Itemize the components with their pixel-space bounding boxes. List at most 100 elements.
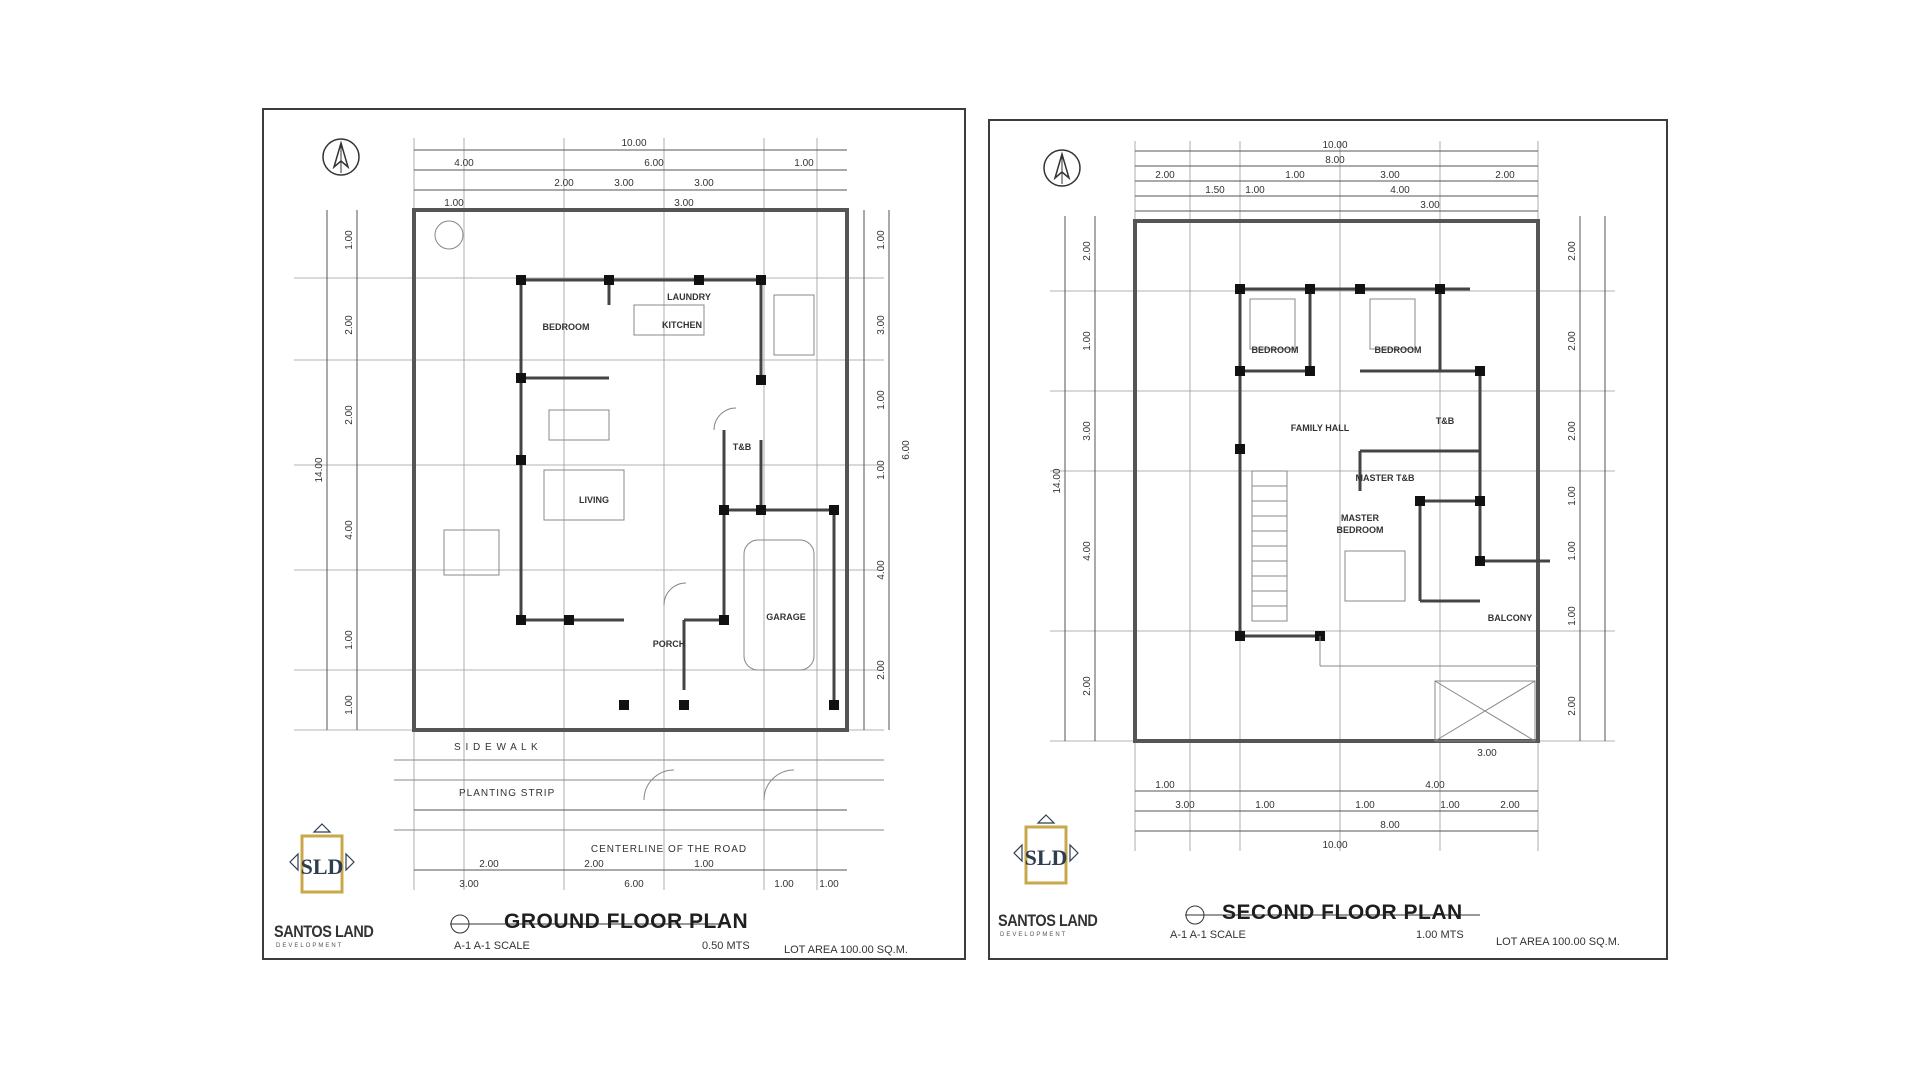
santos-land-logo: SLD	[998, 813, 1094, 945]
room2-family-hall: FAMILY HALL	[1291, 423, 1350, 433]
logo-monogram: SLD	[1025, 845, 1068, 870]
ground-floor-title: GROUND FLOOR PLAN	[504, 910, 749, 933]
dim-bottom-r2-3: 1.00	[819, 879, 839, 890]
room-living: LIVING	[579, 495, 609, 505]
dim-top-r3-2: 3.00	[694, 178, 714, 189]
dim2-top-r3-2: 3.00	[1380, 170, 1400, 181]
dim-left-2: 2.00	[344, 405, 355, 425]
room2-toilet: T&B	[1436, 416, 1455, 426]
room2-bedroom-2: BEDROOM	[1375, 345, 1422, 355]
dim2-bottom-r2-1: 4.00	[1425, 780, 1445, 791]
dim-right-6: 2.00	[876, 660, 887, 680]
santos-land-logo: SLD	[274, 822, 370, 954]
dim-right-4: 6.00	[901, 440, 912, 460]
ground-floor-plan-drawing: 10.00 4.00 6.00 1.00 2.00 3.00 3.00 1.00…	[294, 138, 912, 934]
dim2-left-1: 1.00	[1082, 331, 1093, 351]
brand-tagline: DEVELOPMENT	[276, 943, 344, 949]
dim-top-r4-1: 3.00	[674, 198, 694, 209]
dim2-right-3: 1.00	[1567, 486, 1578, 506]
dim-right-5: 4.00	[876, 560, 887, 580]
dim2-top-r4-0: 1.50	[1205, 185, 1225, 196]
room2-master-tb: MASTER T&B	[1356, 473, 1415, 483]
dim2-right-2: 2.00	[1567, 421, 1578, 441]
dim-top-r4-0: 1.00	[444, 198, 464, 209]
second-floor-title: SECOND FLOOR PLAN	[1222, 901, 1463, 924]
dim2-right-0: 2.00	[1567, 241, 1578, 261]
room-porch: PORCH	[653, 639, 686, 649]
dim2-right-5: 1.00	[1567, 606, 1578, 626]
dim-top-r2-0: 4.00	[454, 158, 474, 169]
dim-left-4: 1.00	[344, 630, 355, 650]
compass-north-icon	[322, 138, 360, 176]
dim2-left-2: 3.00	[1082, 421, 1093, 441]
room2-master-line1: MASTER	[1341, 513, 1380, 523]
room-garage: GARAGE	[766, 612, 806, 622]
second-floor-scale-value: 1.00 MTS	[1416, 929, 1464, 941]
dim2-bottom-r3-3: 1.00	[1440, 800, 1460, 811]
dim2-bottom-r3-1: 1.00	[1255, 800, 1275, 811]
dim2-bottom-r3-0: 3.00	[1175, 800, 1195, 811]
ground-floor-scale-value: 0.50 MTS	[702, 940, 750, 952]
dim-bottom-r1-1: 2.00	[584, 859, 604, 870]
dim2-right-4: 1.00	[1567, 541, 1578, 561]
second-floor-lot-area: LOT AREA 100.00 SQ.M.	[1496, 936, 1620, 948]
second-floor-plan-drawing: 10.00 8.00 2.00 1.00 3.00 2.00 1.50 1.00…	[1043, 140, 1615, 925]
ground-floor-scale-note: A-1 A-1 SCALE	[454, 940, 530, 952]
dim2-left-3: 4.00	[1082, 541, 1093, 561]
room-laundry: LAUNDRY	[667, 292, 711, 302]
label-planting-strip: PLANTING STRIP	[459, 788, 555, 799]
dim2-top-r4-1: 1.00	[1245, 185, 1265, 196]
brand-name: SANTOS LAND	[998, 911, 1098, 930]
ground-floor-sheet: 10.00 4.00 6.00 1.00 2.00 3.00 3.00 1.00…	[262, 108, 966, 960]
dim-bottom-r1-2: 1.00	[694, 859, 714, 870]
dim-top-r3-0: 2.00	[554, 178, 574, 189]
dim2-bottom-r4: 8.00	[1380, 820, 1400, 831]
dim-bottom-r2-2: 1.00	[774, 879, 794, 890]
dim2-top-r4-2: 4.00	[1390, 185, 1410, 196]
dim-right-0: 1.00	[876, 230, 887, 250]
dim-bottom-r1-0: 2.00	[479, 859, 499, 870]
dim2-bottom-r3-4: 2.00	[1500, 800, 1520, 811]
dim-bottom-r2-1: 6.00	[624, 879, 644, 890]
dim-left-1: 2.00	[344, 315, 355, 335]
dim2-bottom-total: 10.00	[1322, 840, 1347, 851]
room2-bedroom-1: BEDROOM	[1252, 345, 1299, 355]
dim2-top-r3-0: 2.00	[1155, 170, 1175, 181]
dim2-left-total: 14.00	[1052, 468, 1063, 493]
label-sidewalk: S I D E W A L K	[454, 742, 539, 753]
dim2-bottom-r1: 3.00	[1477, 748, 1497, 759]
dim-right-3: 1.00	[876, 460, 887, 480]
dim-left-3: 4.00	[344, 520, 355, 540]
logo-monogram: SLD	[301, 854, 344, 879]
ground-floor-lot-area: LOT AREA 100.00 SQ.M.	[784, 944, 908, 956]
dim-bottom-r2-0: 3.00	[459, 879, 479, 890]
dim-right-1: 3.00	[876, 315, 887, 335]
room-kitchen: KITCHEN	[662, 320, 702, 330]
room-bedroom: BEDROOM	[543, 322, 590, 332]
second-floor-sheet: 10.00 8.00 2.00 1.00 3.00 2.00 1.50 1.00…	[988, 119, 1668, 960]
dim2-bottom-r3-2: 1.00	[1355, 800, 1375, 811]
room2-master-line2: BEDROOM	[1337, 525, 1384, 535]
dim2-right-1: 2.00	[1567, 331, 1578, 351]
dim2-top-r2: 8.00	[1325, 155, 1345, 166]
dim2-top-r5: 3.00	[1420, 200, 1440, 211]
dim2-left-0: 2.00	[1082, 241, 1093, 261]
brand-tagline: DEVELOPMENT	[1000, 932, 1068, 938]
dim-top-r3-1: 3.00	[614, 178, 634, 189]
brand-name: SANTOS LAND	[274, 922, 374, 941]
label-road: CENTERLINE OF THE ROAD	[591, 844, 747, 855]
second-floor-scale-note: A-1 A-1 SCALE	[1170, 929, 1246, 941]
dim2-top-r3-3: 2.00	[1495, 170, 1515, 181]
dim-right-2: 1.00	[876, 390, 887, 410]
room2-balcony: BALCONY	[1488, 613, 1533, 623]
compass-north-icon	[1043, 149, 1081, 187]
dim-left-5: 1.00	[344, 695, 355, 715]
dim-left-0: 1.00	[344, 230, 355, 250]
dim2-left-4: 2.00	[1082, 676, 1093, 696]
dim2-right-6: 2.00	[1567, 696, 1578, 716]
room-toilet: T&B	[733, 442, 752, 452]
dim2-top-r3-1: 1.00	[1285, 170, 1305, 181]
dim2-bottom-r2-0: 1.00	[1155, 780, 1175, 791]
dim-top-total: 10.00	[621, 138, 646, 149]
dim2-top-total: 10.00	[1322, 140, 1347, 151]
